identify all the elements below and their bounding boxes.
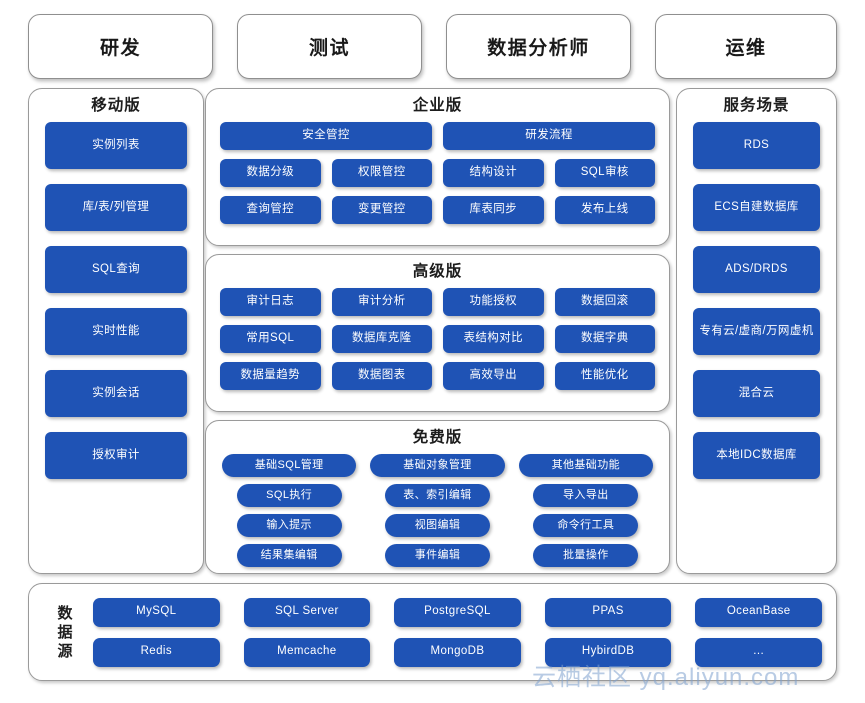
advanced-item-4[interactable]: 数据回滚 (554, 288, 655, 316)
free-column-1-item-2[interactable]: 输入提示 (236, 514, 342, 537)
advanced-item-6[interactable]: 数据库克隆 (331, 325, 432, 353)
free-column-2: 基础对象管理表、索引编辑视图编辑事件编辑 (370, 454, 505, 567)
advanced-item-12[interactable]: 性能优化 (554, 362, 655, 390)
free-column-1-item-1[interactable]: SQL执行 (236, 484, 342, 507)
advanced-edition-grid: 审计日志审计分析功能授权数据回滚常用SQL 数据库克隆表结构对比数据字典数据量趋势… (206, 288, 669, 390)
enterprise-item-9[interactable]: 库表同步 (443, 196, 544, 224)
data-source-item-1[interactable]: MySQL (93, 597, 220, 627)
free-column-3-item-1[interactable]: 导入导出 (533, 484, 639, 507)
scene-item-2[interactable]: ECS自建数据库 (693, 184, 820, 231)
advanced-item-3[interactable]: 功能授权 (443, 288, 544, 316)
data-source-label-char-1: 数 (57, 604, 73, 622)
enterprise-item-4[interactable]: 权限管控 (331, 159, 432, 187)
data-source-item-9[interactable]: HybirdDB (544, 637, 672, 667)
free-edition-columns: 基础SQL管理 SQL执行输入提示结果集编辑 基础对象管理表、索引编辑视图编辑事件编… (206, 454, 669, 567)
mobile-edition-list: 实例列表库/表/列管理 SQL查询实时性能实例会话授权审计 (29, 122, 203, 479)
scene-item-5[interactable]: 混合云 (693, 370, 820, 417)
enterprise-item-2[interactable]: 研发流程 (443, 122, 655, 150)
free-column-1-head[interactable]: 基础SQL管理 (222, 454, 357, 477)
scene-item-1[interactable]: RDS (693, 122, 820, 169)
advanced-item-1[interactable]: 审计日志 (220, 288, 321, 316)
advanced-item-8[interactable]: 数据字典 (554, 325, 655, 353)
enterprise-edition-title: 企业版 (412, 97, 463, 114)
advanced-edition-title: 高级版 (412, 263, 463, 280)
data-source-panel: 数据源 MySQL SQL Server PostgreSQL PPAS OceanBa… (28, 583, 837, 681)
enterprise-item-6[interactable]: SQL审核 (554, 159, 655, 187)
free-column-2-item-2[interactable]: 视图编辑 (385, 514, 490, 537)
data-source-item-2[interactable]: SQL Server (243, 597, 371, 627)
enterprise-item-3[interactable]: 数据分级 (220, 159, 321, 187)
free-column-2-item-1[interactable]: 表、索引编辑 (385, 484, 490, 507)
free-edition-panel: 免费版 基础SQL管理 SQL执行输入提示结果集编辑 基础对象管理表、索引编辑视图编… (205, 420, 670, 574)
advanced-item-11[interactable]: 高效导出 (443, 362, 544, 390)
mobile-item-4[interactable]: 实时性能 (45, 308, 187, 355)
free-column-3-item-3[interactable]: 批量操作 (533, 544, 639, 567)
mobile-edition-title: 移动版 (91, 97, 141, 114)
advanced-item-9[interactable]: 数据量趋势 (220, 362, 321, 390)
mobile-item-6[interactable]: 授权审计 (45, 432, 187, 479)
data-source-label-char-2: 据 (57, 623, 73, 641)
free-edition-title: 免费版 (412, 429, 463, 446)
role-tab-1[interactable]: 研发 (28, 14, 213, 79)
enterprise-item-1[interactable]: 安全管控 (220, 122, 432, 150)
scene-item-3[interactable]: ADS/DRDS (693, 246, 820, 293)
data-source-label-char-3: 源 (57, 642, 73, 660)
free-column-2-head[interactable]: 基础对象管理 (370, 454, 505, 477)
advanced-item-2[interactable]: 审计分析 (331, 288, 432, 316)
data-source-item-10[interactable]: ... (695, 637, 822, 667)
enterprise-edition-panel: 企业版 安全管控研发流程数据分级权限管控结构设计 SQL审核查询管控变更管控库表同… (205, 88, 670, 246)
data-source-item-7[interactable]: Memcache (243, 637, 371, 667)
enterprise-item-10[interactable]: 发布上线 (554, 196, 655, 224)
data-source-item-6[interactable]: Redis (93, 637, 220, 667)
scene-item-4[interactable]: 专有云/虚商/万网虚机 (693, 308, 820, 355)
scene-item-6[interactable]: 本地IDC数据库 (693, 432, 820, 479)
free-column-1: 基础SQL管理 SQL执行输入提示结果集编辑 (222, 454, 357, 567)
mobile-item-2[interactable]: 库/表/列管理 (45, 184, 187, 231)
enterprise-edition-grid: 安全管控研发流程数据分级权限管控结构设计 SQL审核查询管控变更管控库表同步发布上… (206, 122, 669, 224)
mobile-item-1[interactable]: 实例列表 (45, 122, 187, 169)
enterprise-item-7[interactable]: 查询管控 (220, 196, 321, 224)
mobile-item-3[interactable]: SQL查询 (45, 246, 187, 293)
advanced-item-10[interactable]: 数据图表 (331, 362, 432, 390)
mobile-edition-panel: 移动版 实例列表库/表/列管理 SQL查询实时性能实例会话授权审计 (28, 88, 204, 574)
data-source-item-8[interactable]: MongoDB (394, 637, 521, 667)
role-tab-3[interactable]: 数据分析师 (446, 14, 631, 79)
role-tab-2[interactable]: 测试 (237, 14, 422, 79)
data-source-label: 数据源 (43, 604, 87, 661)
service-scenario-title: 服务场景 (723, 97, 790, 114)
advanced-edition-panel: 高级版 审计日志审计分析功能授权数据回滚常用SQL 数据库克隆表结构对比数据字典数… (205, 254, 670, 412)
data-source-item-5[interactable]: OceanBase (695, 597, 822, 627)
enterprise-item-5[interactable]: 结构设计 (443, 159, 544, 187)
enterprise-item-8[interactable]: 变更管控 (331, 196, 432, 224)
service-scenario-list: RDS ECS自建数据库 ADS/DRDS 专有云/虚商/万网虚机混合云本地IDC数据… (677, 122, 836, 479)
service-scenario-panel: 服务场景 RDS ECS自建数据库 ADS/DRDS 专有云/虚商/万网虚机混合云本地… (676, 88, 837, 574)
advanced-item-7[interactable]: 表结构对比 (443, 325, 544, 353)
free-column-1-item-3[interactable]: 结果集编辑 (236, 544, 342, 567)
free-column-3-item-2[interactable]: 命令行工具 (533, 514, 639, 537)
free-column-2-item-3[interactable]: 事件编辑 (385, 544, 490, 567)
data-source-item-4[interactable]: PPAS (544, 597, 672, 627)
data-source-item-3[interactable]: PostgreSQL (394, 597, 521, 627)
free-column-3-head[interactable]: 其他基础功能 (518, 454, 653, 477)
role-tab-4[interactable]: 运维 (655, 14, 837, 79)
mobile-item-5[interactable]: 实例会话 (45, 370, 187, 417)
advanced-item-5[interactable]: 常用SQL (220, 325, 321, 353)
free-column-3: 其他基础功能导入导出命令行工具批量操作 (518, 454, 653, 567)
